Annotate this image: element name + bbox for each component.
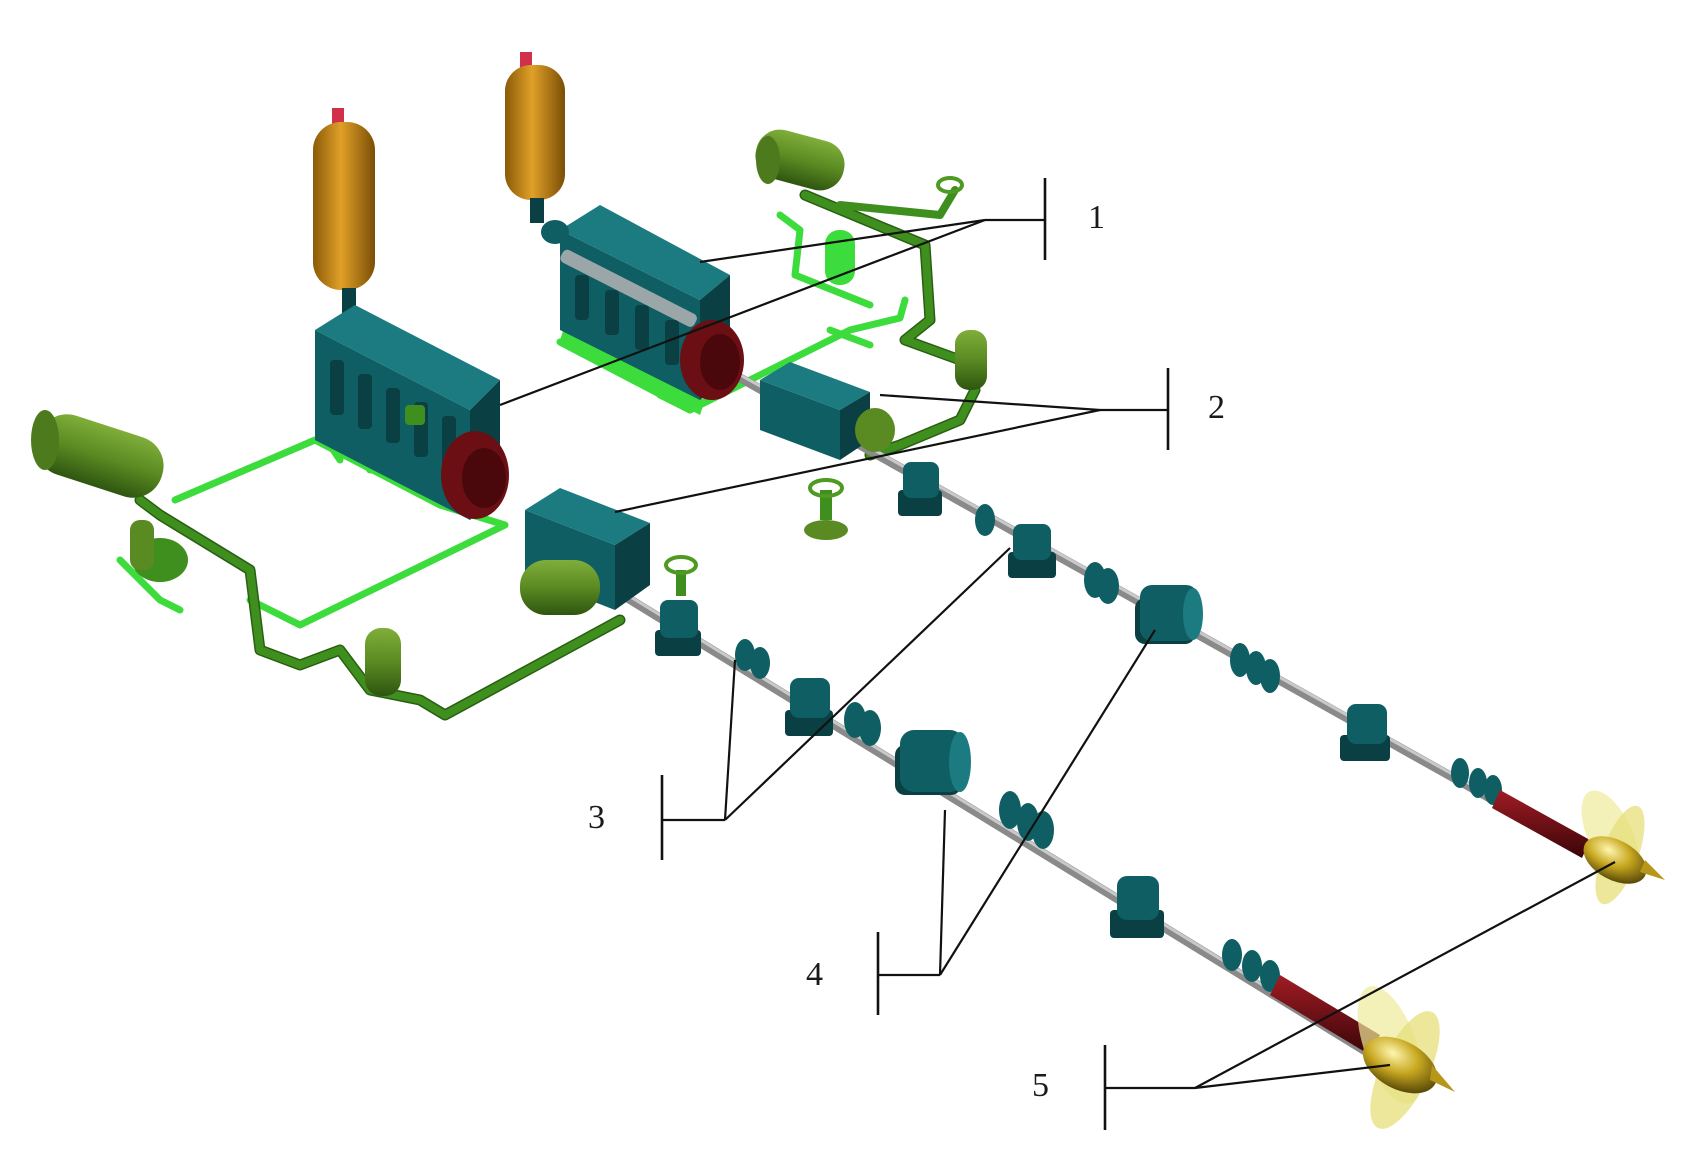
coupling-right-2	[1230, 643, 1280, 693]
coupling-left-1	[735, 639, 770, 679]
gearbox-right	[760, 362, 895, 460]
callout-2: 2	[614, 368, 1225, 514]
muffler-right	[505, 52, 565, 223]
coupling-right-1	[975, 504, 1119, 604]
propeller-right	[1581, 790, 1665, 905]
heat-exchanger-right	[755, 129, 845, 191]
thrust-bearing-right	[1135, 585, 1203, 644]
thrust-bearing-left	[895, 730, 971, 795]
callout-5: 5	[1032, 861, 1616, 1130]
coupling-left-2	[844, 702, 881, 746]
callout-1: 1	[499, 178, 1105, 407]
valve-left	[664, 555, 698, 596]
bearing-left-3	[1110, 876, 1164, 938]
shaft-line-left	[585, 570, 1455, 1129]
engine-left	[31, 108, 698, 696]
bearing-right-2	[1008, 524, 1056, 578]
coupling-left-3	[999, 791, 1054, 849]
bearing-right-3	[1340, 704, 1390, 761]
bearing-right-1	[898, 462, 942, 516]
callout-label-3: 3	[588, 799, 605, 836]
muffler-left	[313, 108, 375, 314]
callout-3: 3	[588, 547, 1011, 860]
propeller-left	[1357, 986, 1455, 1129]
valve-right	[804, 478, 848, 540]
callout-label-1: 1	[1088, 199, 1105, 236]
callout-label-5: 5	[1032, 1067, 1049, 1104]
shaft-line-right	[730, 370, 1665, 905]
gearbox-left	[520, 488, 650, 615]
heat-exchanger-left	[31, 410, 188, 582]
stern-tube-right	[1492, 790, 1590, 858]
stern-tube-left	[1270, 975, 1380, 1055]
bearing-left-1	[655, 600, 701, 656]
engine-right	[505, 52, 987, 540]
callout-label-4: 4	[806, 956, 823, 993]
coupling-right-3	[1451, 758, 1502, 805]
bearing-left-2	[785, 678, 833, 736]
coupling-left-4	[1222, 939, 1280, 992]
callout-4: 4	[806, 629, 1156, 1015]
callout-label-2: 2	[1208, 389, 1225, 426]
